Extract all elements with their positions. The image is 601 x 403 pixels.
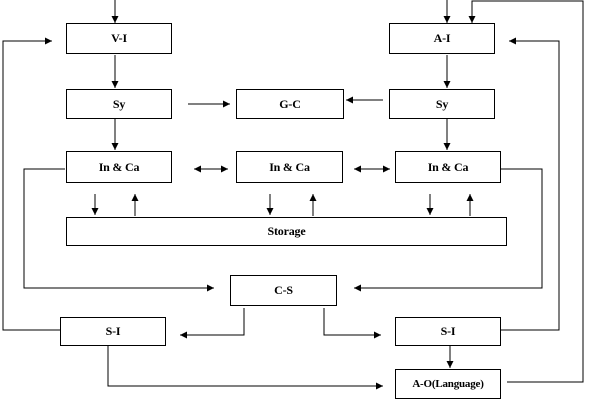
arrow-c-s-to-s-i-left [180,308,245,339]
storage-box: Storage [66,217,507,246]
arrow-s-i-left-to-v-i [2,37,60,331]
in-ca-right-box: In & Ca [395,151,501,183]
arrow-a-o-to-a-i-loop [468,0,584,383]
s-i-right-box: S-I [395,317,501,346]
a-i-box: A-I [389,23,495,54]
arrow-in-ca-left-to-c-s [23,168,214,292]
v-i-box: V-I [66,23,172,54]
s-i-left-box: S-I [60,317,166,346]
arrow-in-ca-right-to-c-s [354,168,543,292]
g-c-box: G-C [236,89,344,119]
in-ca-left-box: In & Ca [66,151,172,183]
arrow-s-i-left-to-a-o [107,346,383,390]
arrow-s-i-right-to-a-i [500,37,560,331]
a-o-box: A-O(Language) [395,369,501,399]
sy-left-box: Sy [66,89,172,119]
sy-right-box: Sy [389,89,495,119]
in-ca-mid-box: In & Ca [236,151,343,183]
c-s-box: C-S [230,275,337,306]
arrow-c-s-to-s-i-right [323,308,381,339]
